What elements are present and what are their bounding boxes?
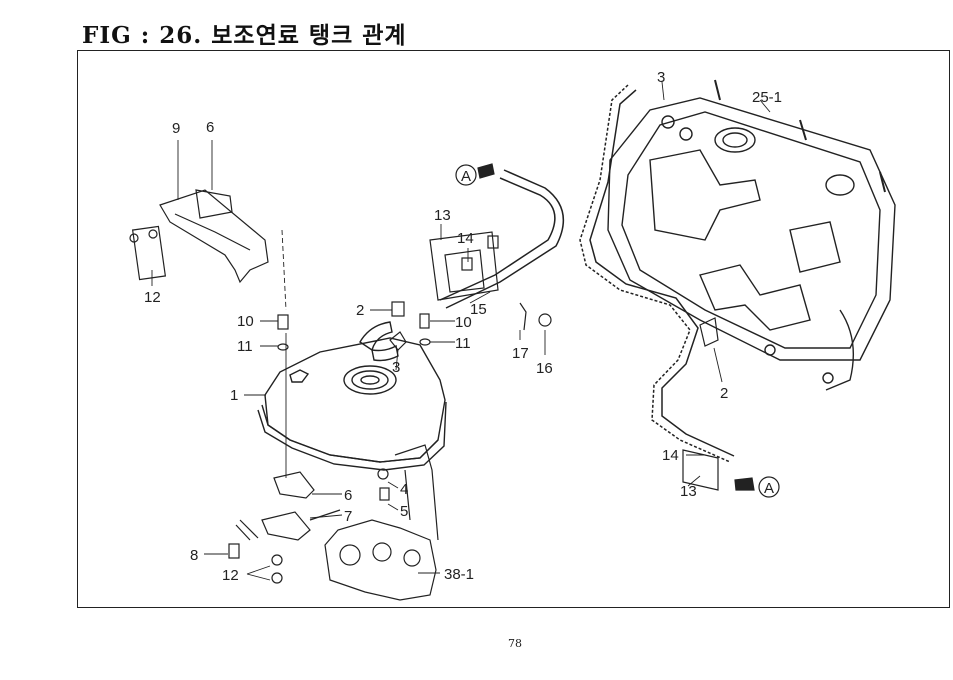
- callout-11-left: 11: [237, 338, 253, 355]
- callout-1: 1: [230, 387, 238, 404]
- bracket-assembly-top: [129, 189, 269, 284]
- callout-2-right: 2: [720, 385, 728, 402]
- callout-16: 16: [536, 360, 553, 377]
- callout-15: 15: [470, 301, 487, 318]
- callout-25-1: 25-1: [752, 89, 782, 106]
- reference-marker-a-right: [734, 476, 780, 498]
- diagram-frame: [77, 50, 950, 608]
- callout-14-right: 14: [662, 447, 679, 464]
- fuel-hose-right: [579, 84, 735, 491]
- callout-3-mid: 3: [392, 359, 400, 376]
- fasteners: [277, 301, 552, 501]
- callout-11-mid: 11: [455, 335, 471, 352]
- reference-label-a-right: A: [764, 480, 774, 497]
- callout-8: 8: [190, 547, 198, 564]
- callout-6-top: 6: [206, 119, 214, 136]
- callout-9: 9: [172, 120, 180, 137]
- callout-13-mid: 13: [434, 207, 451, 224]
- callout-13-right: 13: [680, 483, 697, 500]
- callout-5: 5: [400, 503, 408, 520]
- callout-10-mid: 10: [455, 314, 472, 331]
- callout-14-mid: 14: [457, 230, 474, 247]
- figure-title: FIG : 26. 보조연료 탱크 관계: [82, 22, 407, 49]
- callout-7: 7: [344, 508, 352, 525]
- callout-12-left: 12: [144, 289, 161, 306]
- fuel-hose-left: [429, 169, 564, 309]
- callout-17: 17: [512, 345, 529, 362]
- callout-2-mid: 2: [356, 302, 364, 319]
- callout-3-right: 3: [657, 69, 665, 86]
- callout-38-1: 38-1: [444, 566, 474, 583]
- reference-label-a-top: A: [461, 168, 471, 185]
- page-number: 78: [508, 637, 522, 650]
- callout-4: 4: [400, 481, 408, 498]
- lower-bracket-assembly: [228, 471, 341, 584]
- callout-6-bottom: 6: [344, 487, 352, 504]
- engine-block: [324, 444, 439, 601]
- leader-lines: [151, 81, 771, 581]
- callout-12-bottom: 12: [222, 567, 239, 584]
- sub-fuel-tank: [257, 321, 447, 471]
- callout-10-left: 10: [237, 313, 254, 330]
- main-fuel-tank: [607, 79, 896, 391]
- reference-marker-a-top: [455, 163, 495, 186]
